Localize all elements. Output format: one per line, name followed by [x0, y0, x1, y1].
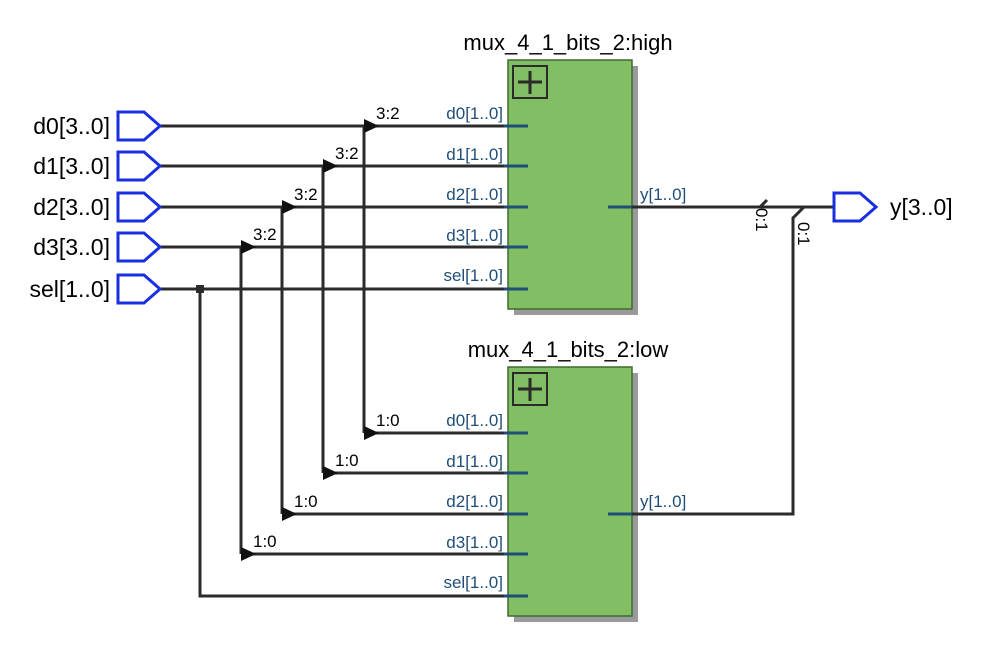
- slice-label: 3:2: [294, 185, 318, 204]
- port-label: d1[1..0]: [446, 145, 503, 164]
- block-title: mux_4_1_bits_2:low: [468, 337, 669, 362]
- port-label: sel[1..0]: [443, 573, 503, 592]
- pentagon-pin-icon[interactable]: [116, 273, 163, 305]
- slice-labels: 3:2 3:2 3:2 3:2 1:0 1:0 1:0 1:0 0:1 0:1: [253, 104, 813, 551]
- block-high[interactable]: mux_4_1_bits_2:high d0[1..0] d1[1..0] d2…: [443, 30, 686, 315]
- slice-label: 3:2: [253, 225, 277, 244]
- input-label: d2[3..0]: [33, 194, 110, 220]
- port-stubs: [504, 124, 632, 598]
- output-pin-y[interactable]: y[3..0]: [832, 191, 953, 223]
- slice-label: 1:0: [335, 451, 359, 470]
- block-low[interactable]: mux_4_1_bits_2:low d0[1..0] d1[1..0] d2[…: [443, 337, 686, 622]
- slice-label: 3:2: [376, 104, 400, 123]
- input-pins[interactable]: d0[3..0] d1[3..0] d2[3..0] d3[3..0] sel[…: [29, 110, 163, 305]
- port-label: y[1..0]: [640, 185, 686, 204]
- junction-dot: [196, 285, 204, 293]
- pentagon-pin-icon[interactable]: [116, 191, 163, 223]
- input-label: d3[3..0]: [33, 234, 110, 260]
- port-label: d0[1..0]: [446, 411, 503, 430]
- slice-label: 3:2: [335, 144, 359, 163]
- plus-box-icon[interactable]: [512, 65, 548, 99]
- slice-label: 1:0: [294, 492, 318, 511]
- port-label: sel[1..0]: [443, 266, 503, 285]
- plus-box-icon[interactable]: [512, 372, 548, 406]
- block-title: mux_4_1_bits_2:high: [463, 30, 672, 55]
- pentagon-pin-icon[interactable]: [116, 150, 163, 182]
- pentagon-pin-icon[interactable]: [116, 110, 163, 142]
- input-pin-d3[interactable]: d3[3..0]: [33, 231, 163, 263]
- input-pin-d2[interactable]: d2[3..0]: [33, 191, 163, 223]
- port-label: d2[1..0]: [446, 185, 503, 204]
- port-label: d3[1..0]: [446, 533, 503, 552]
- port-label: d1[1..0]: [446, 452, 503, 471]
- block-body[interactable]: [507, 59, 633, 310]
- pentagon-pin-icon[interactable]: [832, 191, 879, 223]
- slice-label: 0:1: [752, 208, 771, 232]
- bus-rippers: [241, 119, 379, 561]
- port-label: d2[1..0]: [446, 492, 503, 511]
- input-pin-sel[interactable]: sel[1..0]: [29, 273, 163, 305]
- slice-label: 0:1: [794, 222, 813, 246]
- block-body[interactable]: [507, 366, 633, 617]
- port-label: d0[1..0]: [446, 104, 503, 123]
- port-label: d3[1..0]: [446, 226, 503, 245]
- slice-label: 1:0: [376, 411, 400, 430]
- pentagon-pin-icon[interactable]: [116, 231, 163, 263]
- input-label: sel[1..0]: [29, 276, 110, 302]
- input-pin-d1[interactable]: d1[3..0]: [33, 150, 163, 182]
- input-label: d1[3..0]: [33, 153, 110, 179]
- wires: [160, 124, 834, 598]
- input-pin-d0[interactable]: d0[3..0]: [33, 110, 163, 142]
- port-label: y[1..0]: [640, 492, 686, 511]
- output-label: y[3..0]: [890, 194, 953, 220]
- slice-label: 1:0: [253, 532, 277, 551]
- input-label: d0[3..0]: [33, 113, 110, 139]
